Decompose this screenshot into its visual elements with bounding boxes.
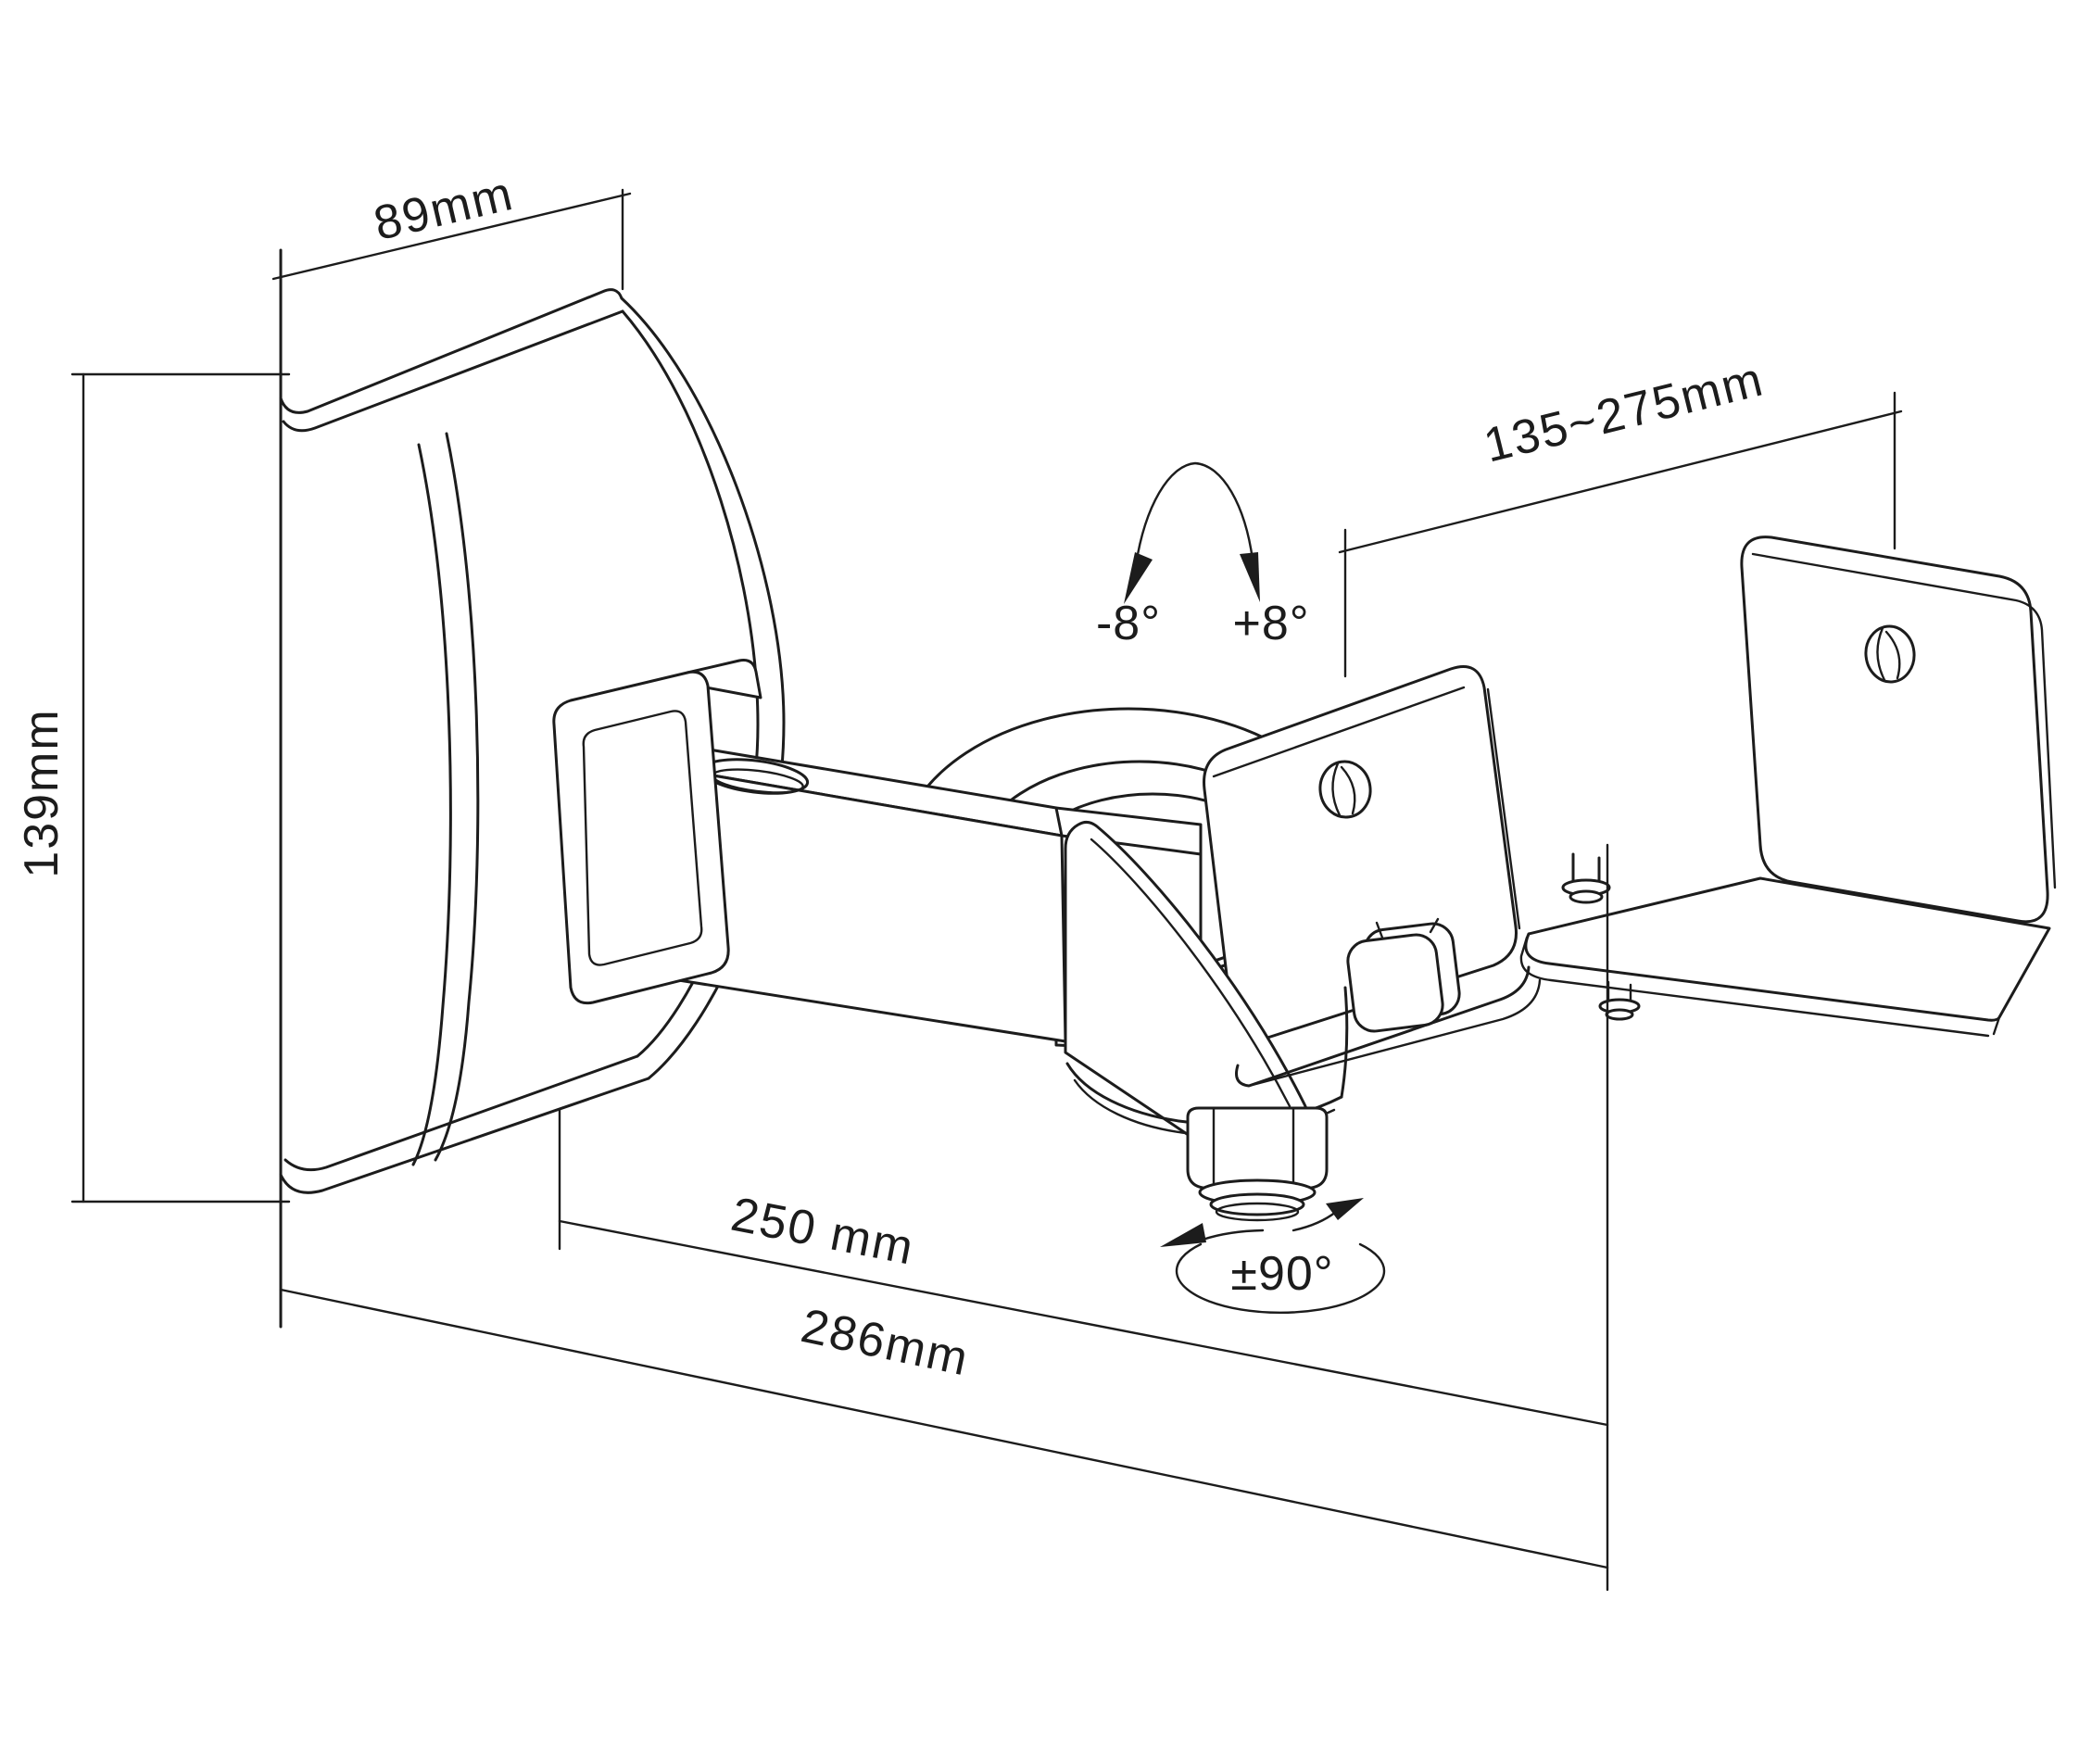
right-bracket-hole xyxy=(1864,624,1916,684)
left-bracket-hole xyxy=(1318,760,1372,819)
front-screw-cap xyxy=(1605,1008,1634,1021)
under-tray-screw xyxy=(1561,852,1611,904)
dim-plate-height: 139mm xyxy=(15,372,291,1203)
nut-cap-lower xyxy=(1215,1202,1300,1222)
right-bracket-hole-depth xyxy=(1876,626,1901,682)
screw-cap xyxy=(1569,889,1604,904)
bracket-lip xyxy=(1235,965,1542,1088)
swivel-arrowhead-right-icon xyxy=(1326,1198,1364,1220)
tilt-positive-label: +8° xyxy=(1232,597,1309,650)
swivel-arc-left xyxy=(1201,1228,1265,1241)
dim-89-line xyxy=(271,192,632,281)
wall-plate-face-crease-inner xyxy=(411,443,452,1166)
shelf-front-thickness xyxy=(1519,936,2001,1038)
strap-outer xyxy=(552,670,730,1005)
lip-bottom xyxy=(1247,978,1542,1088)
swivel-arrowhead-left-icon xyxy=(1160,1223,1206,1247)
dim-label-arm-length: 250 mm xyxy=(727,1188,919,1276)
dim-250-line xyxy=(558,1219,1609,1427)
left-bracket-hole-depth xyxy=(1331,762,1356,817)
cylinder-right-edge xyxy=(1340,986,1349,1099)
bracket-shelf xyxy=(1519,876,2051,1038)
dim-arm-length: 250 mm xyxy=(558,1108,1609,1427)
swivel-indicator: ±90° xyxy=(1160,1198,1386,1315)
wall-plate xyxy=(279,248,786,1329)
lip-top xyxy=(1235,965,1531,1088)
tilt-arrowhead-left-icon xyxy=(1124,552,1153,604)
hex-nut-body xyxy=(1186,1106,1329,1190)
swivel-label: ±90° xyxy=(1230,1247,1333,1301)
pivot-hex-nut xyxy=(1186,1106,1329,1222)
fin-edge-inner xyxy=(1090,838,1292,1108)
dim-plate-width: 89mm xyxy=(271,167,632,291)
clamp-pad-link xyxy=(1375,917,1440,939)
tilt-negative-label: -8° xyxy=(1096,597,1161,650)
dim-286-line xyxy=(279,1288,1609,1569)
clamp-pad xyxy=(1346,917,1461,1033)
pivot-cone xyxy=(1064,820,1349,1141)
tilt-arrowhead-right-icon xyxy=(1240,552,1260,602)
tilt-arc-icon xyxy=(1134,461,1254,567)
wall-plate-top-edge xyxy=(279,288,624,414)
strap-cap xyxy=(686,659,762,699)
swivel-arc-right xyxy=(1292,1210,1338,1232)
wall-plate-bottom-bevel xyxy=(284,1054,639,1172)
right-speaker-bracket xyxy=(1740,536,2057,924)
clamp-pad-front xyxy=(1346,933,1444,1033)
hex-nut-facets xyxy=(1212,1106,1295,1190)
dim-135-line xyxy=(1338,410,1903,554)
right-bracket-top-bevel xyxy=(1751,552,2057,889)
arm-clamp-strap xyxy=(552,659,762,1005)
dim-label-plate-height: 139mm xyxy=(15,708,69,877)
dim-label-total-depth: 286mm xyxy=(797,1299,974,1387)
swivel-ellipse-icon xyxy=(1175,1242,1386,1315)
left-bracket-top-bevel xyxy=(1212,686,1466,778)
wall-plate-face-crease-outer xyxy=(434,432,480,1162)
tilt-indicator: -8° +8° xyxy=(1096,461,1309,650)
wall-plate-top-bevel xyxy=(282,309,624,433)
right-bracket-plate xyxy=(1740,536,2049,924)
strap-inner xyxy=(582,710,703,966)
wall-plate-front-curve xyxy=(620,296,786,1080)
wall-plate-bottom-edge xyxy=(279,1077,650,1194)
left-bracket-right-bevel xyxy=(1486,687,1521,930)
